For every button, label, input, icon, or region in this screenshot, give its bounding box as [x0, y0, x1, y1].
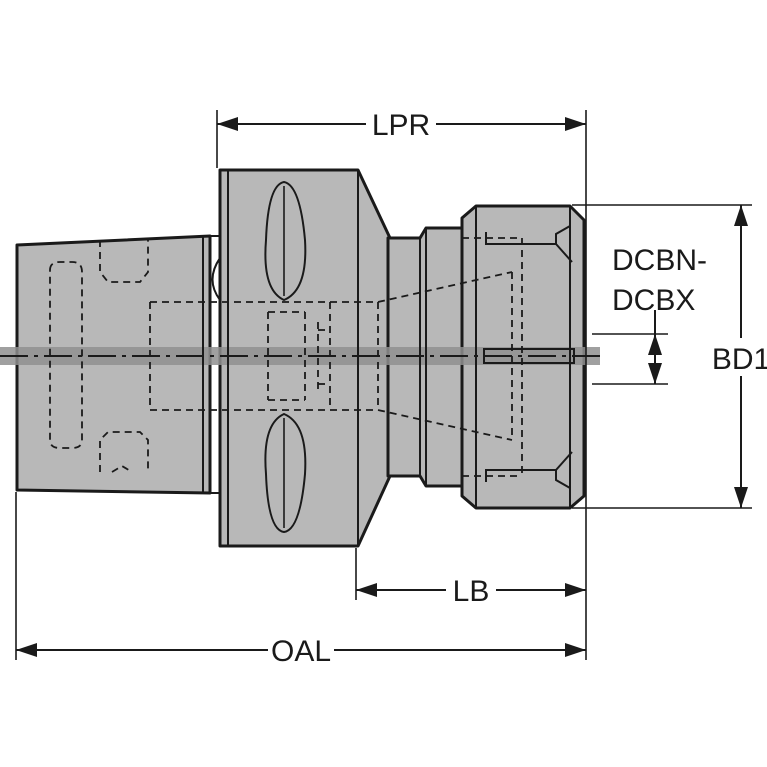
- collet-slot: [483, 225, 575, 489]
- dimension-label-lpr: LPR: [372, 109, 430, 142]
- dimension-bd1: BD1: [712, 205, 767, 508]
- dimension-lb: LB: [356, 575, 586, 608]
- extension-lines: [15, 110, 752, 660]
- dimension-label-dcbn: DCBN-: [612, 244, 707, 277]
- dimension-dcbn-dcbx: DCBN- DCBX: [612, 244, 707, 384]
- drive-slots: [264, 180, 307, 534]
- body-details: [202, 170, 571, 546]
- dimension-label-bd1: BD1: [712, 343, 767, 376]
- dimension-label-dcbx: DCBX: [612, 284, 695, 317]
- dimension-label-lb: LB: [453, 575, 490, 608]
- dimension-lpr: LPR: [217, 109, 586, 142]
- dimension-label-oal: OAL: [271, 635, 331, 668]
- dimension-oal: OAL: [16, 635, 586, 668]
- drive-slot-top: [264, 180, 307, 302]
- drive-slot-bottom: [264, 412, 307, 534]
- hidden-lines: [49, 237, 523, 477]
